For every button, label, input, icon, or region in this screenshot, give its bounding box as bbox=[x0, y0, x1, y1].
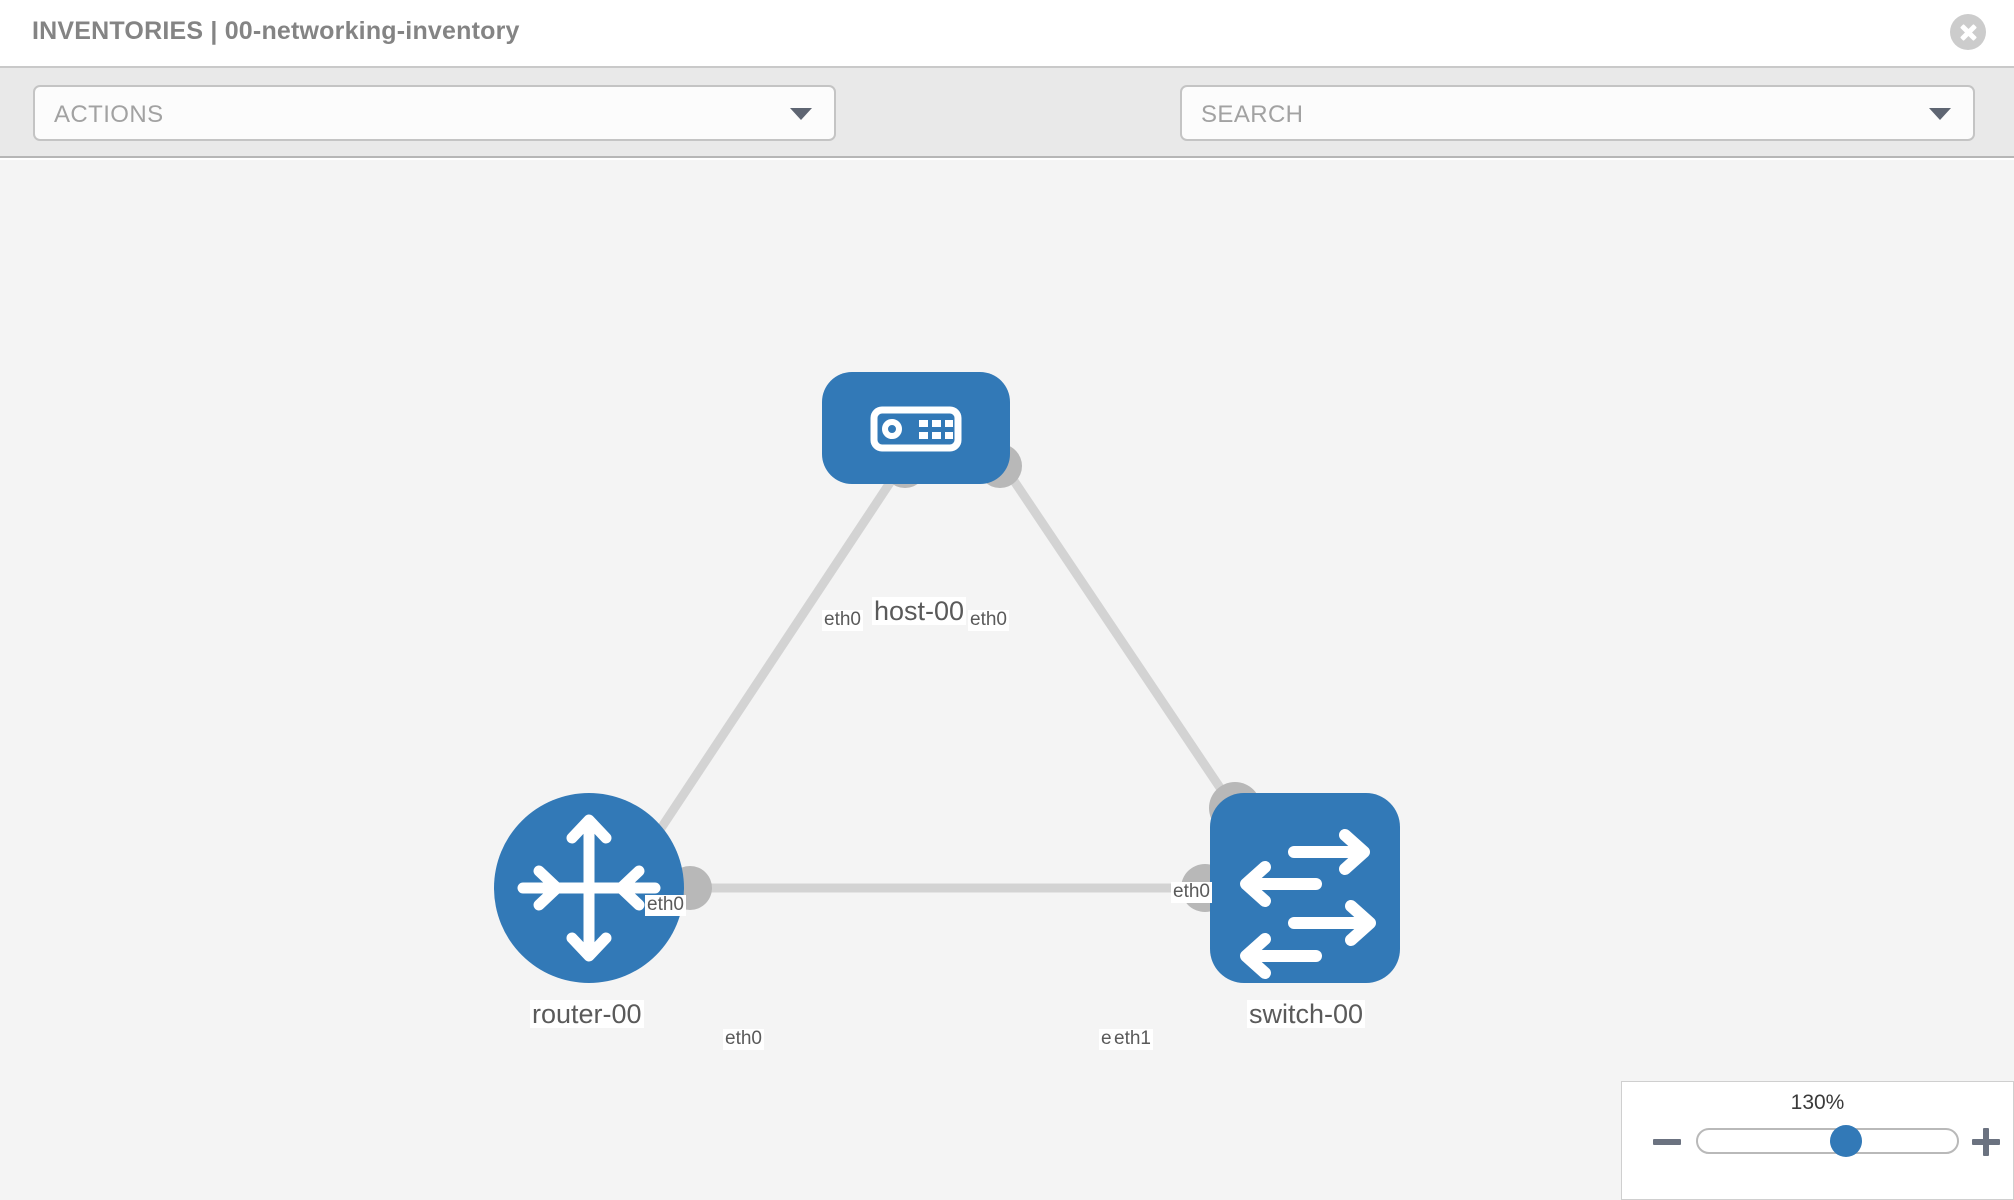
iface-label-router00-eth0: eth0 bbox=[723, 1028, 764, 1050]
zoom-slider-handle[interactable] bbox=[1829, 1125, 1862, 1157]
node-switch-00 bbox=[1210, 793, 1400, 983]
node-label-router-00: router-00 bbox=[530, 999, 644, 1029]
actions-dropdown-label: ACTIONS bbox=[54, 101, 164, 128]
toolbar: ACTIONS SEARCH bbox=[0, 68, 2014, 201]
router-four-arrows-icon bbox=[517, 814, 661, 962]
zoom-level-value: 130% bbox=[1790, 1091, 1845, 1114]
page-header: INVENTORIES | 00-networking-inventory bbox=[0, 0, 2014, 68]
link-group bbox=[636, 457, 1239, 893]
chevron-down-icon bbox=[1929, 108, 1951, 120]
page-title: INVENTORIES | 00-networking-inventory bbox=[32, 17, 520, 45]
node-label-host-00: host-00 bbox=[872, 596, 967, 626]
zoom-slider[interactable] bbox=[1696, 1125, 1959, 1157]
switch-arrows-icon bbox=[1240, 829, 1376, 979]
topology-canvas[interactable]: host-00 router-00 switch-00 eth0 eth0 et… bbox=[0, 160, 2014, 1200]
iface-label-switch00-uplink: eth0 bbox=[1171, 881, 1212, 903]
minus-icon[interactable] bbox=[1651, 1126, 1683, 1158]
node-router-00 bbox=[494, 793, 684, 983]
plus-icon[interactable] bbox=[1970, 1126, 2002, 1158]
link-host00-switch00 bbox=[996, 457, 1239, 813]
topology-graph bbox=[494, 372, 1400, 983]
chevron-down-icon bbox=[790, 108, 812, 120]
node-host-00 bbox=[822, 372, 1010, 484]
iface-label-switch00-eth1: eth1 bbox=[1112, 1028, 1153, 1050]
node-label-switch-00: switch-00 bbox=[1247, 999, 1366, 1029]
search-placeholder: SEARCH bbox=[1201, 101, 1304, 128]
search-input[interactable]: SEARCH bbox=[1180, 85, 1975, 141]
server-device-icon bbox=[870, 406, 962, 452]
actions-dropdown[interactable]: ACTIONS bbox=[33, 85, 836, 141]
zoom-control-panel: 130% bbox=[1621, 1081, 2014, 1200]
close-icon[interactable] bbox=[1950, 14, 1986, 50]
iface-label-host00-right: eth0 bbox=[968, 609, 1009, 631]
link-host00-router00 bbox=[636, 457, 909, 863]
iface-label-host00-left: eth0 bbox=[822, 609, 863, 631]
iface-label-router00-uplink: eth0 bbox=[645, 894, 686, 916]
